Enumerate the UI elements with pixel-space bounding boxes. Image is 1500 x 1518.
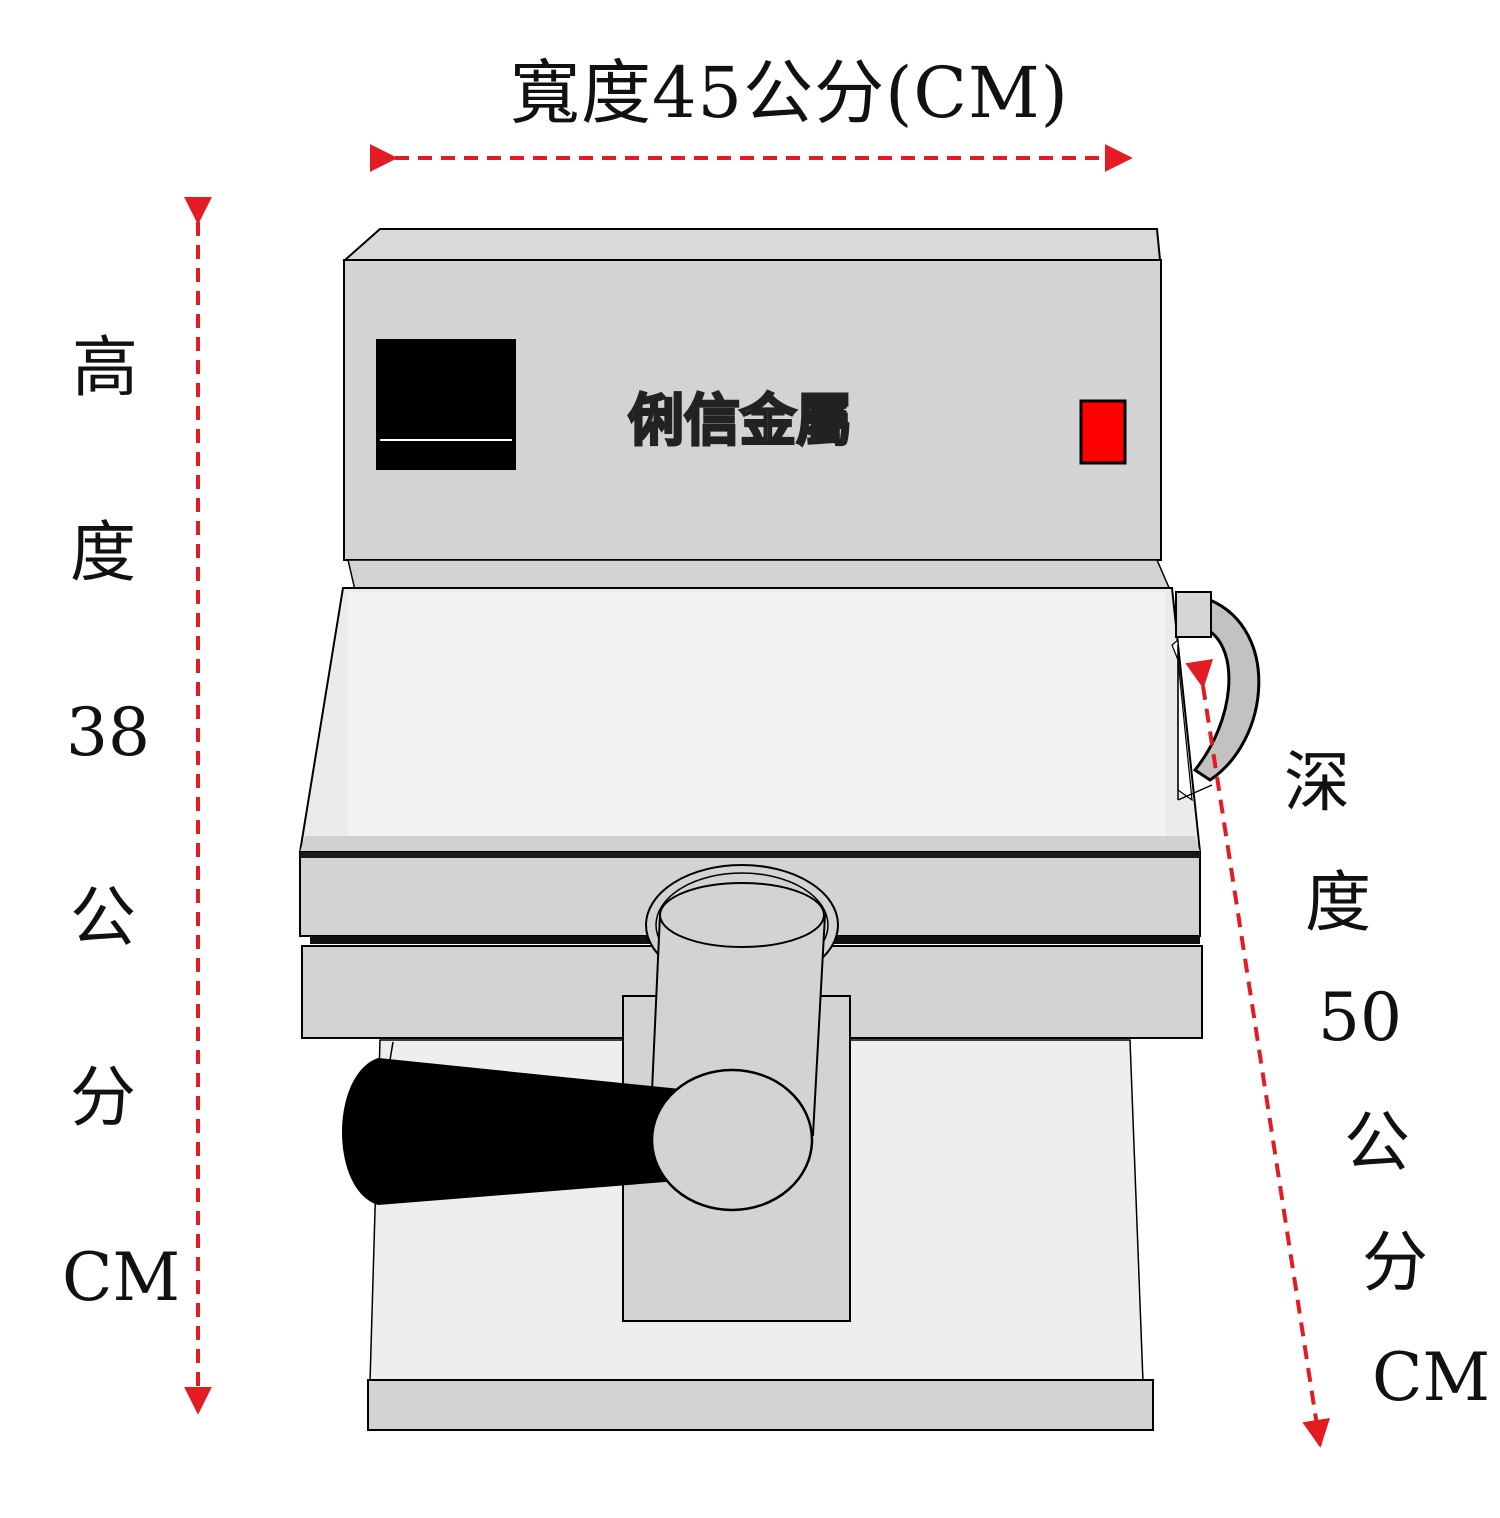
height-label-char: CM xyxy=(62,1239,181,1316)
width-label: 寬度45公分(CM) xyxy=(510,52,1069,134)
height-label-char: 高 xyxy=(72,329,138,406)
depth-dimension-arrow xyxy=(1185,658,1330,1448)
height-label-char: 38 xyxy=(66,694,150,771)
indicator-light xyxy=(1079,399,1127,465)
depth-label-char: 公 xyxy=(1344,1104,1410,1181)
lid xyxy=(298,587,1202,853)
depth-label-char: 度 xyxy=(1305,864,1371,941)
depth-label-char: 50 xyxy=(1318,979,1402,1056)
height-label-char: 公 xyxy=(70,879,136,956)
height-label-char: 度 xyxy=(70,514,136,591)
brand-logo: 俐信金屬 xyxy=(628,389,852,454)
display-panel xyxy=(376,339,516,470)
depth-label-char: 深 xyxy=(1284,744,1350,821)
height-label-char: 分 xyxy=(70,1059,136,1136)
handle xyxy=(342,1041,814,1212)
depth-label-char: CM xyxy=(1372,1339,1491,1416)
depth-label-char: 分 xyxy=(1362,1224,1428,1301)
side-hose xyxy=(1171,591,1261,802)
